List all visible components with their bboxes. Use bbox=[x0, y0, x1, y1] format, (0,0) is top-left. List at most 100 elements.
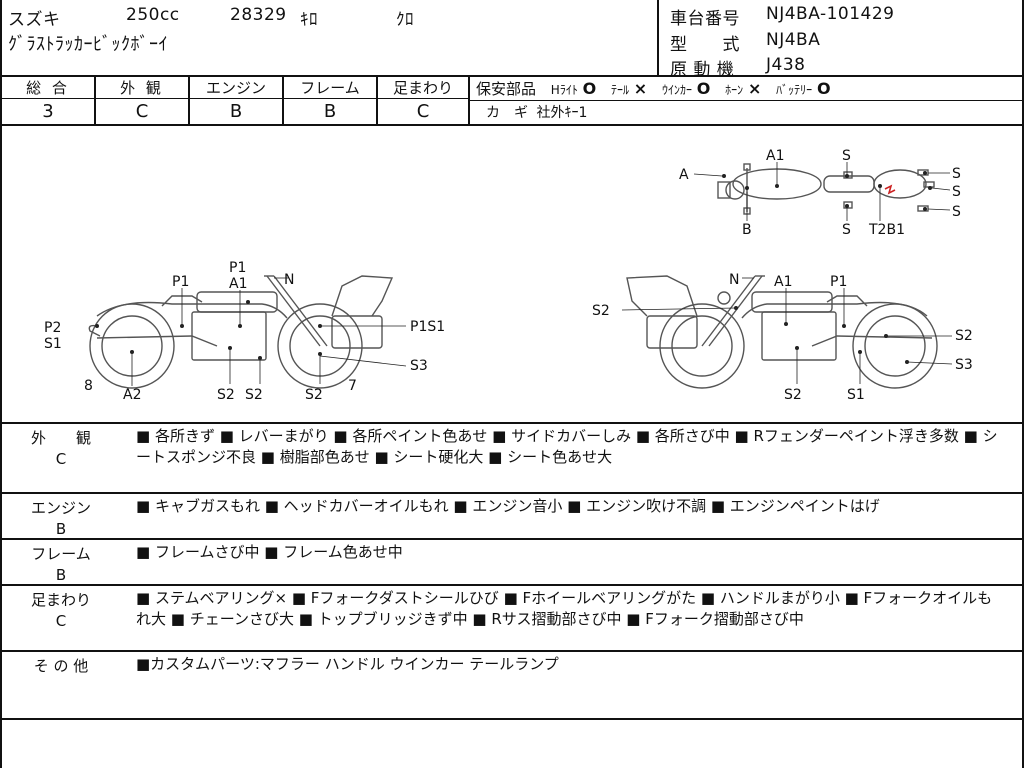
safety-item-battery: ﾊﾞｯﾃﾘｰ bbox=[776, 83, 813, 97]
grade-label: 足まわり bbox=[378, 77, 468, 99]
grade-label: フレーム bbox=[284, 77, 376, 99]
maker: スズキ bbox=[8, 10, 61, 30]
safety-item-horn: ﾎｰﾝ bbox=[725, 83, 744, 97]
remark-text: ■ キャブガスもれ ■ ヘッドカバーオイルもれ ■ エンジン音小 ■ エンジン吹… bbox=[136, 497, 880, 515]
safety-mark: O bbox=[582, 79, 597, 98]
grade-value: C bbox=[416, 101, 430, 122]
grade-engine: エンジン B bbox=[190, 77, 284, 126]
diagram-label: A1 bbox=[774, 274, 792, 290]
diagram-label: S bbox=[952, 184, 961, 200]
remark-grade: B bbox=[55, 520, 67, 538]
key-row: カ ギ 社外ｷｰ1 bbox=[470, 101, 1022, 126]
grade-label: 外 観 bbox=[96, 77, 188, 99]
remark-category-label: そ の 他 bbox=[33, 657, 89, 675]
mileage-unit: ｷﾛ bbox=[300, 10, 318, 30]
diagram-label: S2 bbox=[245, 387, 263, 403]
diagram-label: S1 bbox=[847, 387, 865, 403]
grade-label: エンジン bbox=[190, 77, 282, 99]
diagram-label: P1 bbox=[229, 260, 246, 276]
remark-grade: B bbox=[55, 566, 67, 584]
remark-category-label: 足まわり bbox=[30, 591, 91, 609]
key-label: カ ギ bbox=[486, 105, 528, 121]
diagram-label: S bbox=[952, 166, 961, 182]
engine-value: J438 bbox=[766, 55, 806, 75]
diagram-label: S1 bbox=[44, 336, 62, 352]
grade-value: 3 bbox=[42, 101, 54, 122]
diagram-label: S3 bbox=[410, 358, 428, 374]
safety-mark: O bbox=[816, 79, 831, 98]
diagram-label: A bbox=[679, 167, 689, 183]
diagram-label: S2 bbox=[217, 387, 235, 403]
diagram-label: P2 bbox=[44, 320, 61, 336]
vehicle-header: スズキ 250cc 28329 ｷﾛ ｸﾛ ｸﾞﾗｽﾄﾗｯｶｰﾋﾞｯｸﾎﾞｰｲ … bbox=[2, 0, 1022, 80]
remark-text: ■ 各所きず ■ レバーまがり ■ 各所ペイント色あせ ■ サイドカバーしみ ■… bbox=[136, 427, 998, 466]
remark-category: エンジン B bbox=[2, 498, 120, 540]
remark-category: そ の 他 bbox=[2, 656, 120, 677]
displacement: 250cc bbox=[126, 5, 180, 25]
remark-row-suspension: 足まわり C ■ ステムベアリング× ■ Fフォークダストシールひび ■ Fホイ… bbox=[2, 586, 1022, 652]
diagram-label: S2 bbox=[955, 328, 973, 344]
top-view-bike bbox=[717, 163, 935, 215]
remark-text: ■カスタムパーツ:マフラー ハンドル ウインカー テールランプ bbox=[136, 655, 559, 673]
red-scratch-mark bbox=[884, 184, 896, 195]
safety-mark: O bbox=[696, 79, 711, 98]
remarks-table: 外 観 C ■ 各所きず ■ レバーまがり ■ 各所ペイント色あせ ■ サイドカ… bbox=[2, 424, 1022, 720]
diagram-label: 7 bbox=[348, 378, 357, 394]
grade-overall: 総 合 3 bbox=[2, 77, 96, 126]
damage-diagram: A A1 B S S T2B1 S S S P1 A1 N P1 P2 S1 P… bbox=[2, 126, 1022, 424]
diagram-label: P1 bbox=[172, 274, 189, 290]
grade-frame: フレーム B bbox=[284, 77, 378, 126]
damage-markers bbox=[95, 171, 932, 364]
engine-label: 原 動 機 bbox=[670, 60, 735, 80]
grade-table: 総 合 3 外 観 C エンジン B フレーム B 足まわり C 保安部品 Hﾗ… bbox=[2, 77, 1022, 126]
safety-row: 保安部品 Hﾗｲﾄ O ﾃｰﾙ × ｳｲﾝｶｰ O ﾎｰﾝ × ﾊﾞｯﾃﾘｰ O bbox=[470, 77, 1022, 101]
diagram-label: 8 bbox=[84, 378, 93, 394]
diagram-label: S3 bbox=[955, 357, 973, 373]
diagram-label: S2 bbox=[784, 387, 802, 403]
remark-grade: C bbox=[55, 612, 67, 630]
remark-category-label: フレーム bbox=[31, 545, 91, 563]
remark-category: 足まわり C bbox=[2, 590, 120, 632]
motorcycle-diagram: A A1 B S S T2B1 S S S P1 A1 N P1 P2 S1 P… bbox=[44, 148, 973, 403]
grade-value: C bbox=[135, 101, 149, 122]
diagram-label: S2 bbox=[305, 387, 323, 403]
color: ｸﾛ bbox=[396, 10, 414, 30]
left-view-bike bbox=[88, 275, 394, 389]
leader-lines bbox=[131, 162, 953, 386]
blank-footer bbox=[2, 720, 1022, 768]
remark-category: 外 観 C bbox=[2, 428, 120, 470]
safety-label: 保安部品 bbox=[476, 80, 537, 98]
remark-row-exterior: 外 観 C ■ 各所きず ■ レバーまがり ■ 各所ペイント色あせ ■ サイドカ… bbox=[2, 424, 1022, 494]
model-name: ｸﾞﾗｽﾄﾗｯｶｰﾋﾞｯｸﾎﾞｰｲ bbox=[8, 34, 168, 55]
diagram-label: A1 bbox=[766, 148, 784, 164]
safety-item-headlight: Hﾗｲﾄ bbox=[550, 83, 578, 97]
diagram-label: A2 bbox=[123, 387, 141, 403]
type-label: 型 式 bbox=[670, 35, 740, 55]
safety-parts: 保安部品 Hﾗｲﾄ O ﾃｰﾙ × ｳｲﾝｶｰ O ﾎｰﾝ × ﾊﾞｯﾃﾘｰ O… bbox=[470, 77, 1022, 126]
safety-item-winker: ｳｲﾝｶｰ bbox=[661, 83, 692, 97]
diagram-label: T2B1 bbox=[868, 222, 905, 238]
remark-category-label: 外 観 bbox=[30, 429, 91, 447]
diagram-label: S bbox=[842, 222, 851, 238]
grade-value: B bbox=[229, 101, 243, 122]
grade-exterior: 外 観 C bbox=[96, 77, 190, 126]
grade-value: B bbox=[323, 101, 337, 122]
right-view-bike bbox=[626, 275, 938, 389]
diagram-label: S bbox=[952, 204, 961, 220]
diagram-label: P1 bbox=[830, 274, 847, 290]
diagram-label: A1 bbox=[229, 276, 247, 292]
remark-row-engine: エンジン B ■ キャブガスもれ ■ ヘッドカバーオイルもれ ■ エンジン音小 … bbox=[2, 494, 1022, 540]
frame-no: NJ4BA-101429 bbox=[766, 4, 895, 24]
type-value: NJ4BA bbox=[766, 30, 821, 50]
remark-row-frame: フレーム B ■ フレームさび中 ■ フレーム色あせ中 bbox=[2, 540, 1022, 586]
safety-item-tail: ﾃｰﾙ bbox=[611, 83, 630, 97]
diagram-label: B bbox=[742, 222, 752, 238]
grade-suspension: 足まわり C bbox=[378, 77, 470, 126]
remark-category: フレーム B bbox=[2, 544, 120, 586]
diagram-label: S bbox=[842, 148, 851, 164]
diagram-label: N bbox=[729, 272, 739, 288]
mileage: 28329 bbox=[230, 5, 287, 25]
key-value: 社外ｷｰ1 bbox=[536, 105, 588, 121]
header-divider bbox=[657, 0, 659, 77]
diagram-label: N bbox=[284, 272, 294, 288]
